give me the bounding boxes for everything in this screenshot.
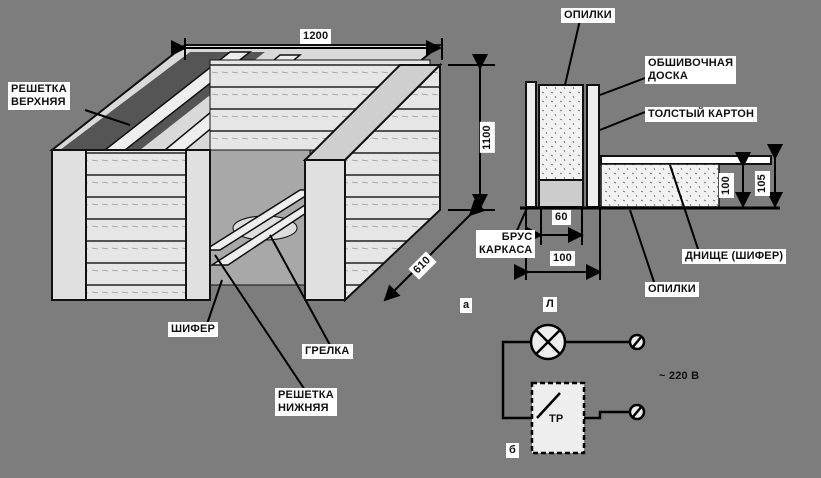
dim-beam: 60 (552, 210, 571, 225)
dim-height: 1100 (479, 122, 495, 153)
crate-illustration (49, 44, 443, 303)
dim-length: 1200 (300, 29, 332, 44)
circuit-diagram (501, 323, 646, 455)
label-thick-cardboard: ТОЛСТЫЙ КАРТОН (645, 107, 758, 122)
wall-section-detail (514, 19, 783, 286)
figure-b-marker: б (506, 443, 519, 458)
label-thermostat: ТР (549, 413, 564, 425)
label-lamp: Л (543, 297, 557, 312)
dim-sawdust: 100 (718, 173, 734, 198)
label-bottom-slate: ДНИЩЕ (ШИФЕР) (682, 249, 787, 264)
label-supply: ~ 220 В (659, 370, 700, 382)
label-sawdust-bottom: ОПИЛКИ (645, 282, 699, 297)
label-sawdust-top: ОПИЛКИ (561, 8, 615, 23)
dim-bottom: 105 (754, 171, 770, 196)
figure-a-marker: а (460, 298, 473, 313)
label-heater: ГРЕЛКА (302, 344, 353, 359)
label-slate: ШИФЕР (168, 322, 219, 337)
dim-wall: 100 (550, 251, 575, 266)
